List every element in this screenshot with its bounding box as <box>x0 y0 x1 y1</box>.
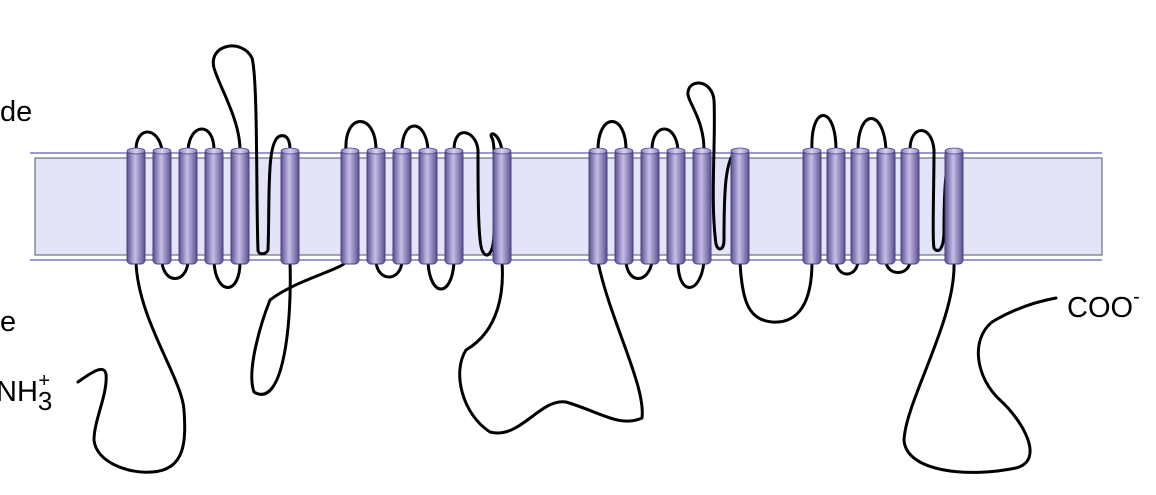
helix-segment <box>392 147 412 265</box>
helix-segment <box>366 147 386 265</box>
loop-domain4-3 <box>856 117 888 152</box>
loop-domain1-2 <box>160 260 190 280</box>
loop-domain3-1 <box>596 120 628 152</box>
c-terminus-main: COO <box>1067 292 1134 324</box>
loop-domain4-2 <box>834 260 860 276</box>
loop-domain2-3-link <box>458 260 644 435</box>
helix-segment <box>900 147 920 265</box>
loop-domain1-3 <box>186 127 216 152</box>
helix-segment <box>640 147 660 265</box>
n-terminus-charge: + <box>38 370 51 392</box>
loop-domain3-4 <box>676 260 706 289</box>
loop-domain4-1 <box>810 114 838 152</box>
helix-segment <box>280 147 300 265</box>
n-terminal-tail <box>76 260 187 474</box>
helix-segment <box>692 147 712 265</box>
helix-segment <box>178 147 198 265</box>
helix-segment <box>444 147 464 265</box>
loop-domain3-2 <box>624 260 654 280</box>
c-terminus-charge: - <box>1133 286 1140 308</box>
helix-segment <box>126 147 146 265</box>
helix-segment <box>340 147 360 265</box>
helix-segment <box>876 147 896 265</box>
helix-segment <box>204 147 224 265</box>
helix-segment <box>152 147 172 265</box>
n-terminus-main: NH <box>0 376 38 408</box>
helix-segment <box>850 147 870 265</box>
loop-domain1-2-link <box>250 260 348 396</box>
loop-domain1-1 <box>134 130 164 152</box>
loop-domain4-4 <box>884 260 912 274</box>
loop-domain1-5-long <box>211 44 292 256</box>
transmembrane-helices <box>126 147 964 265</box>
loop-domain2-3 <box>400 124 430 152</box>
outside-label: de <box>0 96 33 128</box>
loop-domain2-1 <box>344 120 378 152</box>
helix-segment <box>418 147 438 265</box>
helix-segment <box>230 147 250 265</box>
loop-domain3-5-long <box>686 81 742 251</box>
helix-segment <box>826 147 846 265</box>
loop-domain3-3 <box>650 127 680 152</box>
n-terminus-subscript: 3 <box>37 386 53 416</box>
loop-domain2-5 <box>452 131 504 257</box>
helix-segment <box>588 147 608 265</box>
helix-segment <box>802 147 822 265</box>
loop-domain2-2 <box>374 260 404 279</box>
helix-segment <box>614 147 634 265</box>
loop-domain2-4 <box>426 260 456 291</box>
n-terminus-label: NH3+ <box>0 371 52 414</box>
helix-segment <box>492 147 512 265</box>
c-terminal-tail <box>902 260 1058 474</box>
c-terminus-label: COO- <box>1067 287 1140 324</box>
helix-segment <box>666 147 686 265</box>
loop-domain3-4-link <box>738 260 814 324</box>
inside-label: e <box>0 306 17 338</box>
helix-segment <box>944 147 964 265</box>
helix-segment <box>730 147 750 265</box>
loop-domain1-4 <box>212 260 242 289</box>
